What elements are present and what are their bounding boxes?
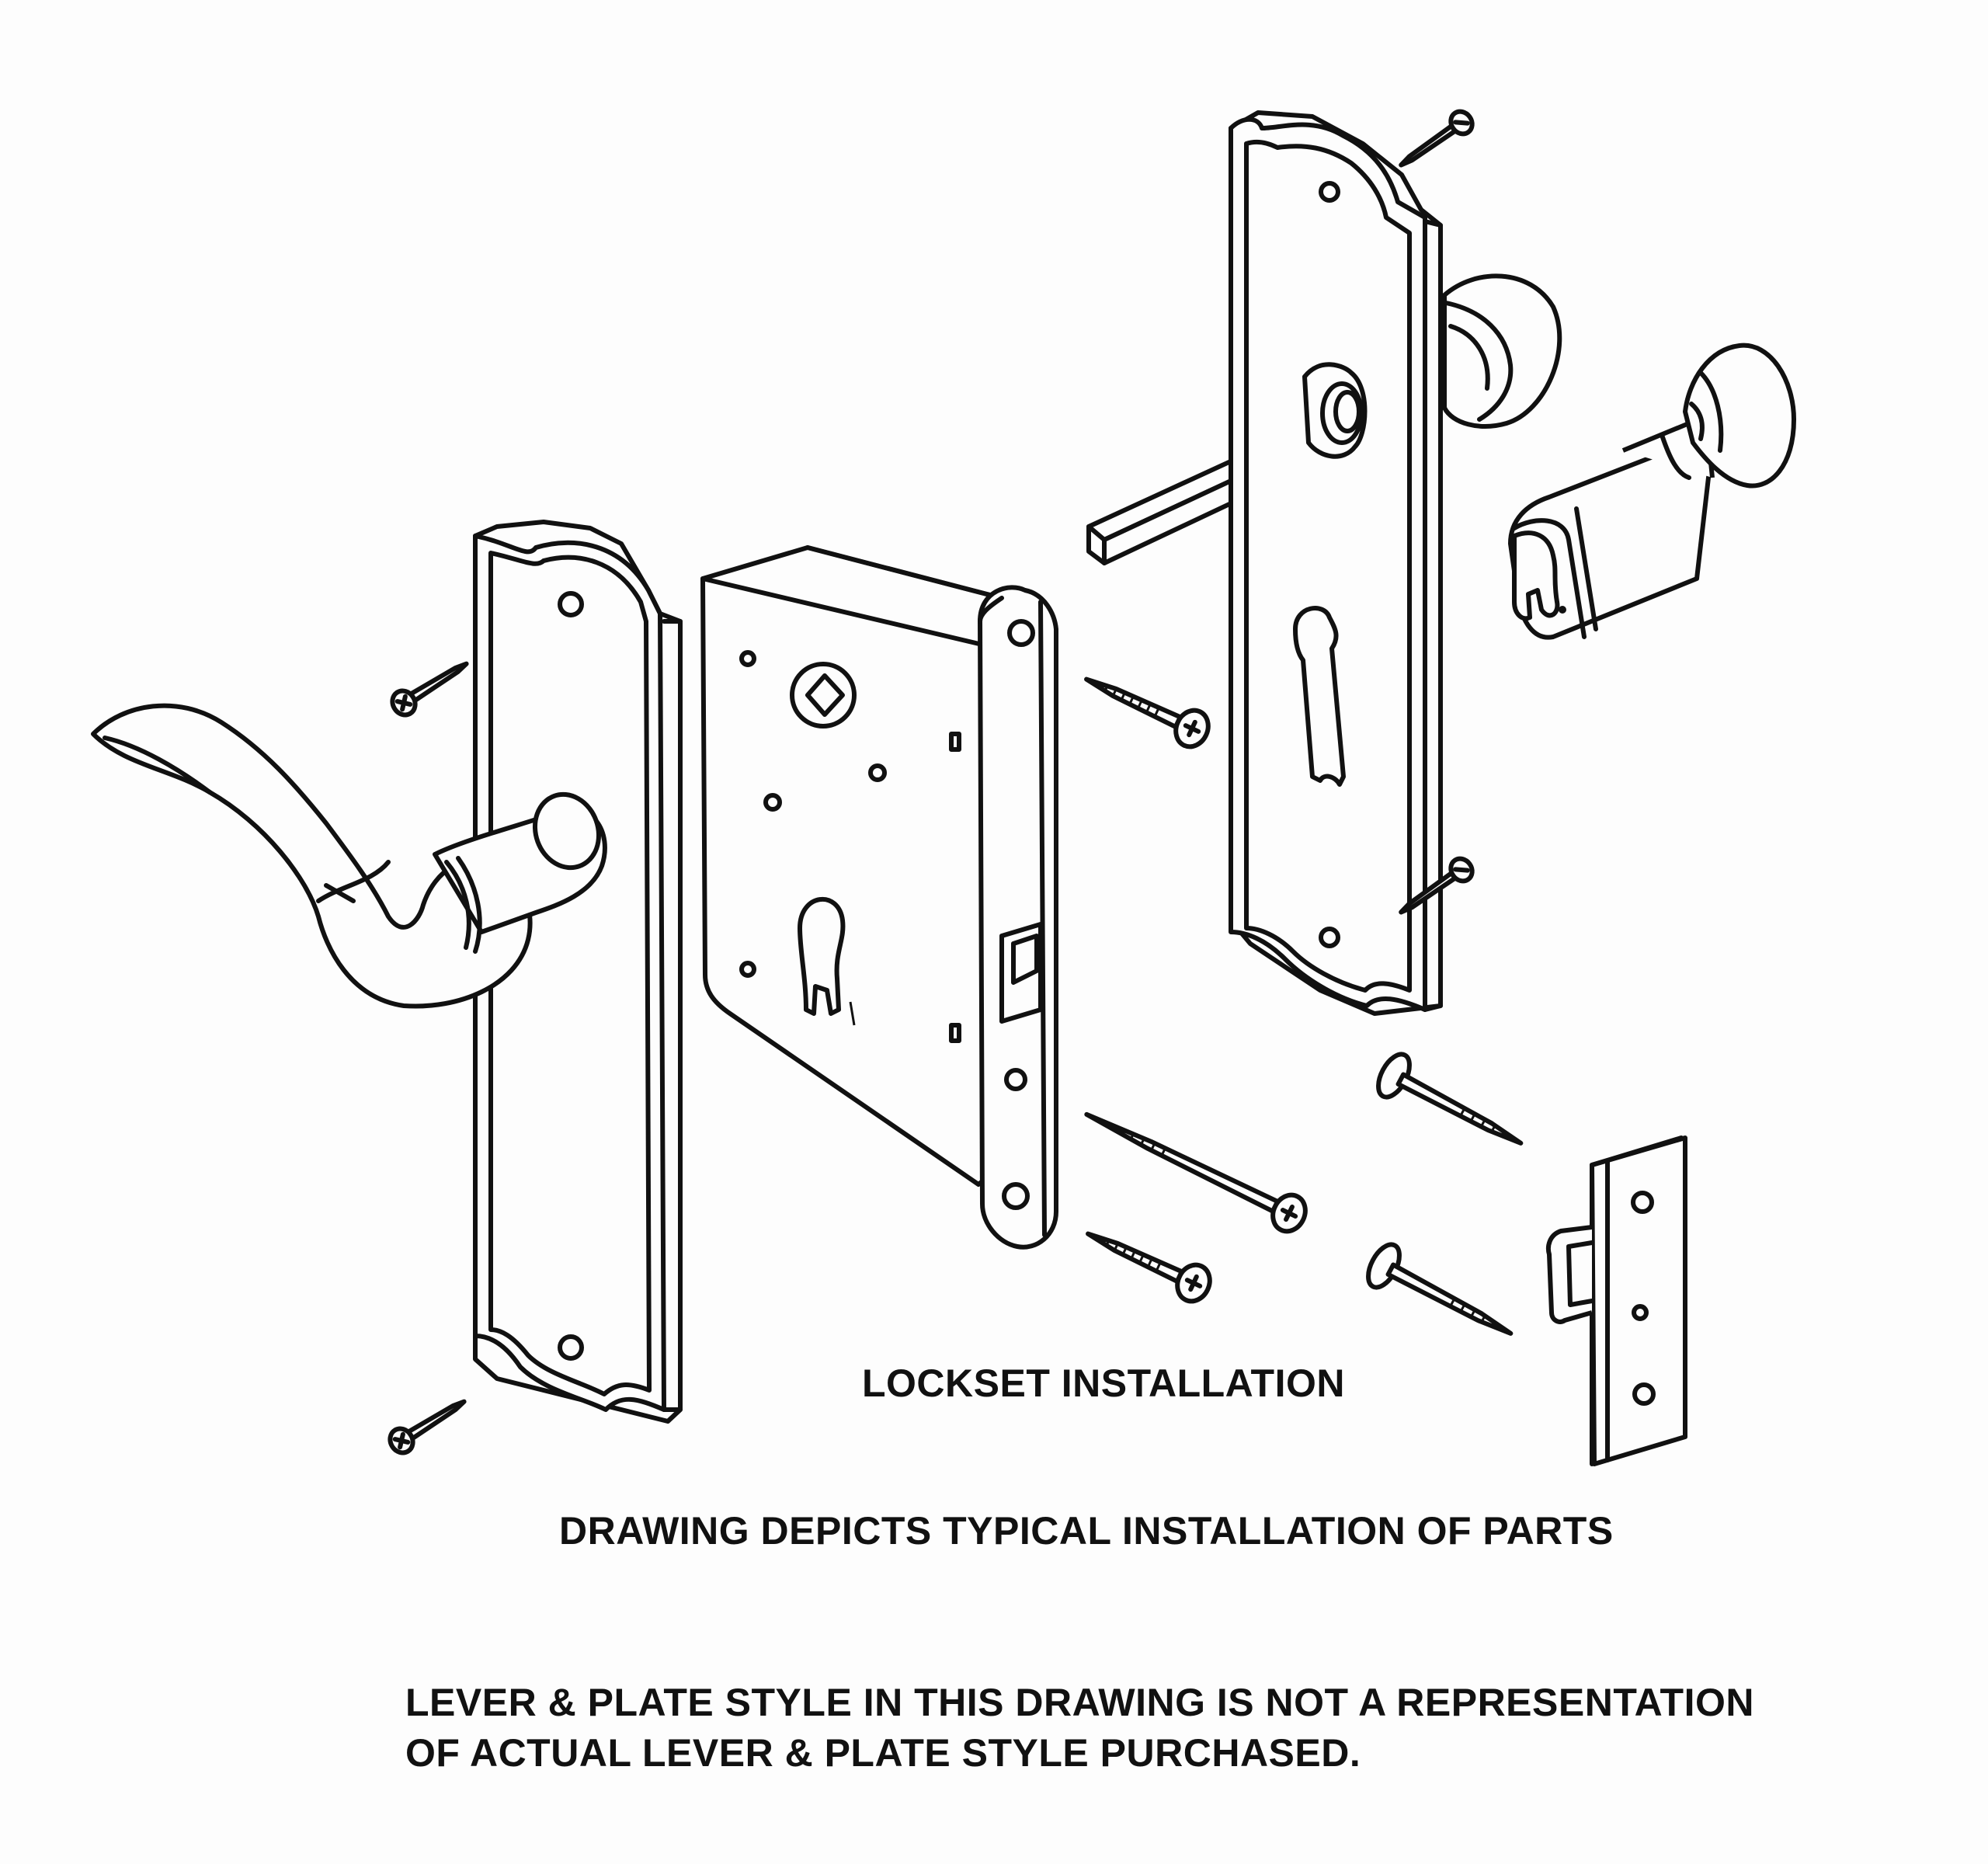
cylinder-icon xyxy=(1508,418,1715,640)
left-backplate-icon xyxy=(473,520,683,1424)
screw-icon xyxy=(1376,1052,1524,1146)
thumbturn-icon xyxy=(1683,343,1796,489)
rose-icon xyxy=(1442,273,1562,429)
mortise-lock-body-icon xyxy=(700,545,1004,1187)
diagram-subtitle: DRAWING DEPICTS TYPICAL INSTALLATION OF … xyxy=(559,1509,1614,1553)
screw-icon xyxy=(1399,109,1475,168)
disclaimer-line-2: OF ACTUAL LEVER & PLATE STYLE PURCHASED. xyxy=(405,1731,1361,1775)
screw-icon xyxy=(1084,1111,1308,1234)
screw-icon xyxy=(1399,856,1475,915)
screw-icon xyxy=(388,1399,467,1455)
screw-icon xyxy=(1086,1231,1212,1304)
right-backplate-icon xyxy=(1229,110,1443,1016)
diagram-title: LOCKSET INSTALLATION xyxy=(862,1361,1345,1405)
screw-icon xyxy=(1084,676,1211,749)
disclaimer-line-1: LEVER & PLATE STYLE IN THIS DRAWING IS N… xyxy=(405,1681,1754,1724)
lever-handle-icon xyxy=(91,703,607,1009)
screw-icon xyxy=(390,661,469,718)
faceplate-icon xyxy=(978,585,1058,1250)
strike-plate-icon xyxy=(1545,1135,1687,1466)
screw-icon xyxy=(1366,1242,1514,1336)
